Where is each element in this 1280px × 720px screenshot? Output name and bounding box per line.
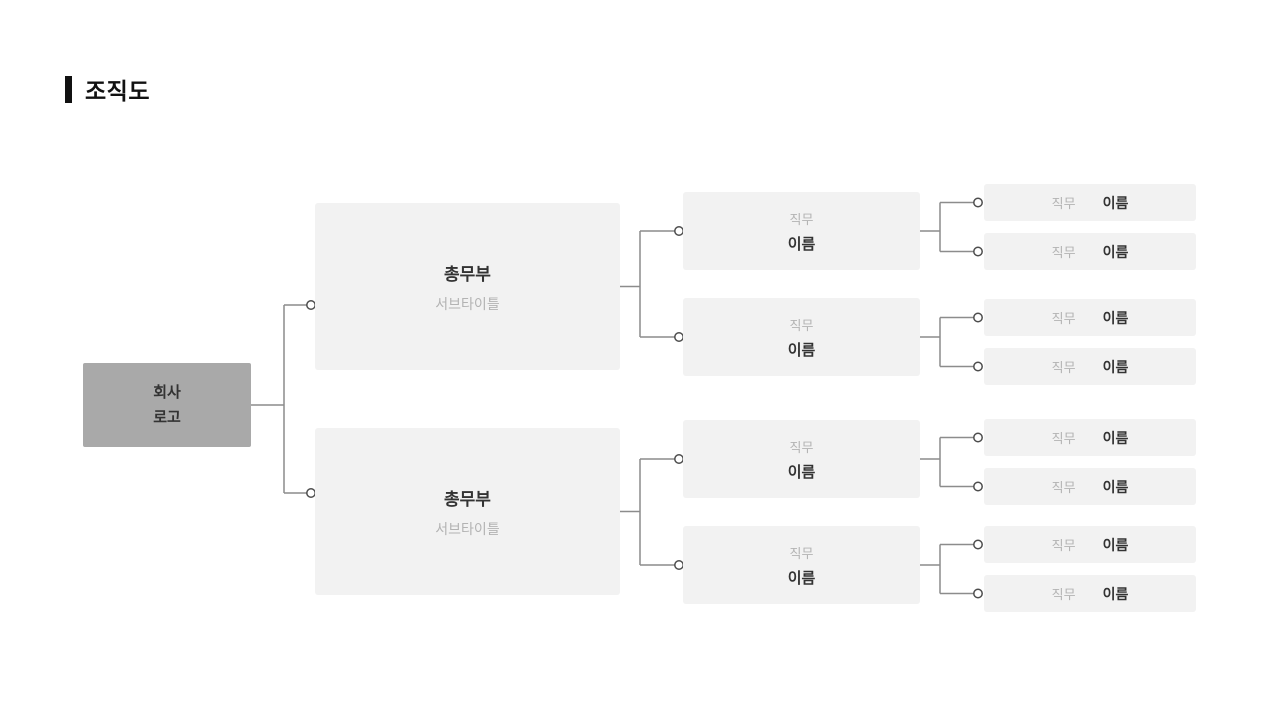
connector-node — [973, 361, 983, 372]
member-name: 이름 — [1102, 194, 1129, 211]
connector-node — [973, 481, 983, 492]
title-accent-bar — [65, 75, 72, 103]
team-name: 이름 — [787, 463, 816, 481]
connector-node — [973, 539, 983, 550]
connector-level3-3 — [920, 436, 974, 488]
team-box: 직무 이름 — [683, 420, 920, 498]
dept-subtitle: 서브타이틀 — [435, 295, 500, 312]
team-role: 직무 — [789, 317, 814, 333]
member-role: 직무 — [1051, 480, 1076, 495]
team-box: 직무 이름 — [683, 526, 920, 604]
team-role: 직무 — [789, 545, 814, 561]
member-box: 직무 이름 — [984, 575, 1196, 612]
connector-node — [306, 488, 316, 498]
connector-level3-1 — [920, 201, 974, 253]
dept-box: 총무부 서브타이틀 — [315, 428, 620, 595]
member-name: 이름 — [1102, 309, 1129, 326]
dept-name: 총무부 — [444, 264, 491, 284]
member-name: 이름 — [1102, 536, 1129, 553]
member-name: 이름 — [1102, 478, 1129, 495]
team-role: 직무 — [789, 211, 814, 227]
member-box: 직무 이름 — [984, 299, 1196, 336]
member-box: 직무 이름 — [984, 233, 1196, 270]
team-box: 직무 이름 — [683, 192, 920, 270]
member-box: 직무 이름 — [984, 526, 1196, 563]
dept-name: 총무부 — [444, 489, 491, 509]
member-role: 직무 — [1051, 196, 1076, 211]
connector-node — [973, 312, 983, 323]
connector-level2-top — [620, 230, 675, 338]
member-role: 직무 — [1051, 431, 1076, 446]
member-role: 직무 — [1051, 311, 1076, 326]
company-logo-line2: 로고 — [153, 409, 181, 426]
connector-node — [674, 560, 684, 570]
connector-node — [674, 454, 684, 464]
member-role: 직무 — [1051, 538, 1076, 553]
member-name: 이름 — [1102, 358, 1129, 375]
member-name: 이름 — [1102, 585, 1129, 602]
member-role: 직무 — [1051, 587, 1076, 602]
connector-node — [973, 246, 983, 257]
connector-level2-bottom — [620, 458, 675, 566]
company-logo-box: 회사 로고 — [83, 363, 251, 447]
connector-level3-2 — [920, 316, 974, 368]
slide-header: 조직도 — [65, 72, 150, 106]
member-box: 직무 이름 — [984, 468, 1196, 505]
connector-node — [674, 226, 684, 236]
connector-node — [973, 588, 983, 599]
member-role: 직무 — [1051, 245, 1076, 260]
member-name: 이름 — [1102, 429, 1129, 446]
connector-node — [973, 197, 983, 208]
team-name: 이름 — [787, 569, 816, 587]
page-title: 조직도 — [85, 78, 150, 104]
connector-level1 — [251, 304, 307, 494]
member-role: 직무 — [1051, 360, 1076, 375]
dept-box: 총무부 서브타이틀 — [315, 203, 620, 370]
team-name: 이름 — [787, 341, 816, 359]
team-box: 직무 이름 — [683, 298, 920, 376]
team-name: 이름 — [787, 235, 816, 253]
connector-level3-4 — [920, 543, 974, 595]
connector-node — [306, 300, 316, 310]
team-role: 직무 — [789, 439, 814, 455]
dept-subtitle: 서브타이틀 — [435, 520, 500, 537]
member-name: 이름 — [1102, 243, 1129, 260]
connector-node — [973, 432, 983, 443]
member-box: 직무 이름 — [984, 184, 1196, 221]
member-box: 직무 이름 — [984, 348, 1196, 385]
company-logo-line1: 회사 — [153, 384, 181, 401]
member-box: 직무 이름 — [984, 419, 1196, 456]
connector-node — [674, 332, 684, 342]
